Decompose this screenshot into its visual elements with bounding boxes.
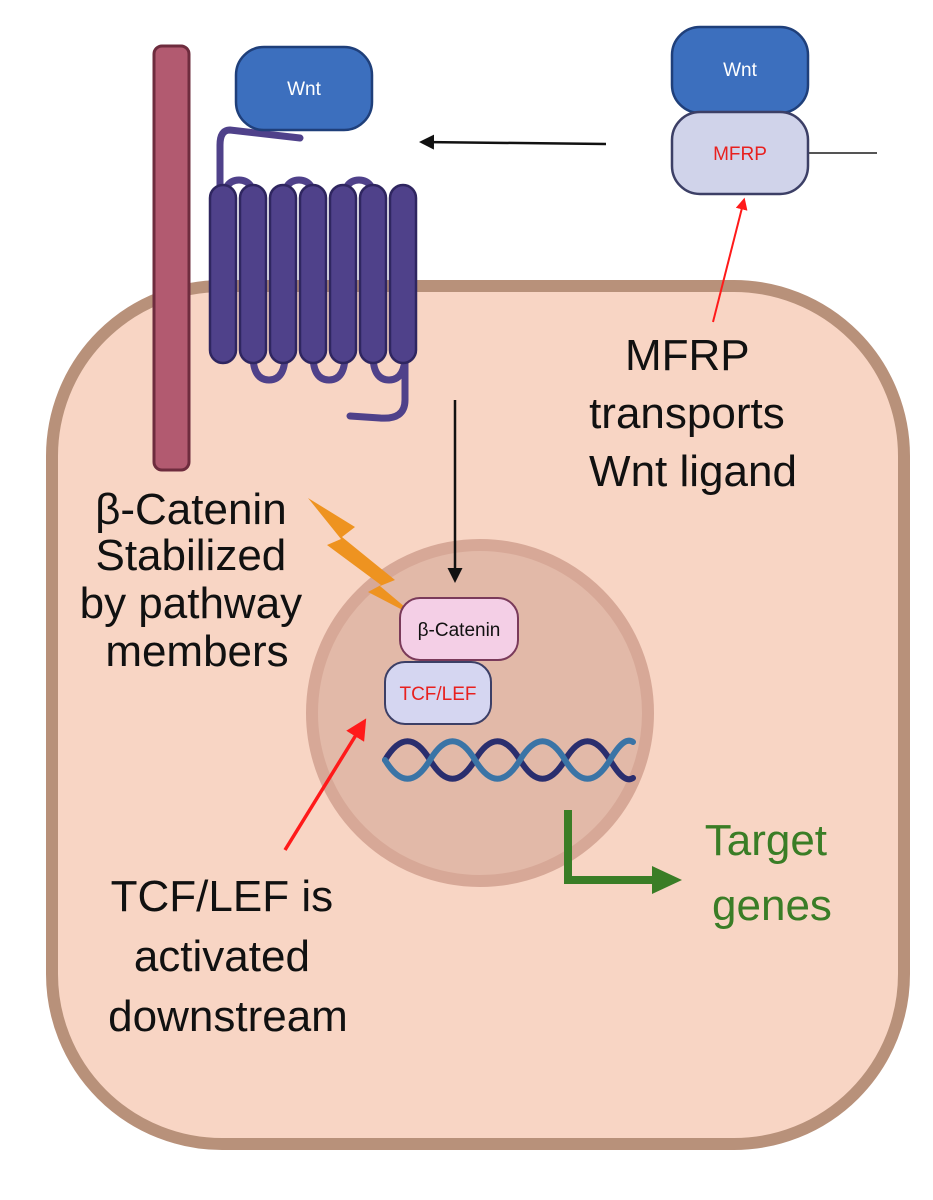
beta-catenin-note-line-1: β-Catenin xyxy=(95,485,287,534)
beta-catenin-note-line-4: members xyxy=(105,627,288,676)
tcf-note-line-1: TCF/LEF is xyxy=(111,872,333,921)
tcf-pointer-arrow xyxy=(283,718,367,851)
lightning-bolt-icon xyxy=(308,498,418,618)
tcf-note: TCF/LEF is activated downstream xyxy=(108,872,348,1041)
mfrp-wnt-complex: Wnt MFRP xyxy=(670,25,877,196)
tcf-note-line-3: downstream xyxy=(108,992,348,1041)
beta-catenin-protein: β-Catenin xyxy=(399,597,519,661)
tcf-lef-protein: TCF/LEF xyxy=(384,661,492,725)
beta-catenin-note-line-3: by pathway xyxy=(80,579,303,628)
coreceptor-bar xyxy=(152,44,191,472)
wnt-bound-label: Wnt xyxy=(287,79,322,100)
target-genes-line-2: genes xyxy=(712,881,832,930)
beta-catenin-note-line-2: Stabilized xyxy=(95,531,286,580)
mfrp-protein xyxy=(670,110,810,196)
tcf-lef-label: TCF/LEF xyxy=(399,684,476,705)
mfrp-note-line-3: Wnt ligand xyxy=(589,447,797,496)
target-genes-label: Target genes xyxy=(705,816,840,930)
target-genes-arrow xyxy=(564,810,654,884)
beta-catenin-label: β-Catenin xyxy=(418,620,501,641)
tcf-note-line-2: activated xyxy=(134,932,310,981)
mfrp-pointer-arrow xyxy=(712,197,748,323)
wnt-extracellular-label: Wnt xyxy=(723,60,758,81)
beta-catenin-note: β-Catenin Stabilized by pathway members xyxy=(80,485,315,676)
mfrp-note-line-2: transports xyxy=(589,389,785,438)
wnt-bound-ligand: Wnt xyxy=(234,45,374,132)
frizzled-receptor xyxy=(208,126,418,422)
mfrp-label: MFRP xyxy=(713,144,767,165)
mfrp-note: MFRP transports Wnt ligand xyxy=(589,331,797,496)
transport-arrow xyxy=(419,134,607,150)
mfrp-note-line-1: MFRP xyxy=(625,331,749,380)
dna-helix-icon xyxy=(382,737,636,783)
target-genes-arrowhead xyxy=(652,866,682,894)
target-genes-line-1: Target xyxy=(705,816,827,865)
